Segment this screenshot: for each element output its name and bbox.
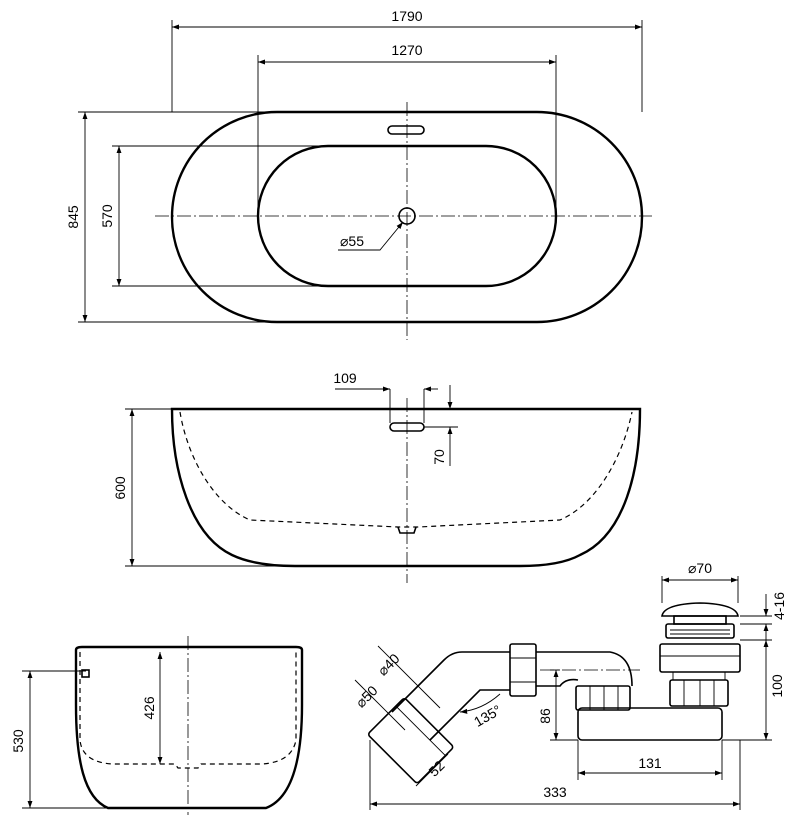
outlet-sleeve [368,698,454,784]
plug-nut [669,679,729,707]
dim-plug-diameter: ⌀70 [688,560,712,576]
dim-plug-adjust: 4-16 [771,592,787,620]
overflow-slot [387,125,425,135]
dim-drain-diameter: ⌀55 [340,233,364,249]
dim-overall-length: 1790 [391,8,422,24]
drain-leader [338,221,404,251]
dim-pipe-diameter-inner: ⌀40 [374,650,402,678]
trap-branch-nut [575,685,631,711]
angle-arc [459,693,501,714]
dim-outlet-height: 86 [537,708,553,724]
bath-end-outline [74,645,304,810]
dim-pipe-diameter-outer: ⌀50 [352,682,380,710]
hose-coupling [509,643,537,697]
dim-siphon-height: 100 [769,674,785,698]
dim-total-length: 333 [543,784,567,800]
dim-side-height: 600 [112,476,128,500]
inner-basin-hidden-line [179,411,633,528]
side-view: 109 70 600 [112,370,642,583]
drain-outlet [397,526,417,534]
angled-pipe [391,651,510,741]
plug-body [659,643,741,673]
overflow-hose [536,651,633,687]
plug-cap [661,602,739,617]
dim-horizontal-offset: 131 [638,755,662,771]
dim-inner-length: 1270 [391,42,422,58]
plug-collar [673,615,727,625]
drain-hole [398,207,416,225]
top-view: 1790 1270 845 570 ⌀55 [65,8,652,340]
dim-inner-width: 570 [99,204,115,228]
dim-end-height: 530 [10,729,26,753]
dim-inner-depth: 426 [141,696,157,720]
overflow-marker [81,669,90,678]
dim-angle: 135° [471,701,504,729]
dim-overall-width: 845 [65,205,81,229]
bath-side-outline [170,407,642,568]
end-view: 530 426 [10,636,304,815]
dim-outlet-length: 52 [425,757,447,779]
trap-body [577,707,723,741]
dim-overflow-offset: 109 [333,370,357,386]
dim-overflow-height: 70 [431,449,447,465]
siphon-detail: ⌀70 4-16 100 86 131 333 ⌀40 ⌀50 [352,560,787,810]
